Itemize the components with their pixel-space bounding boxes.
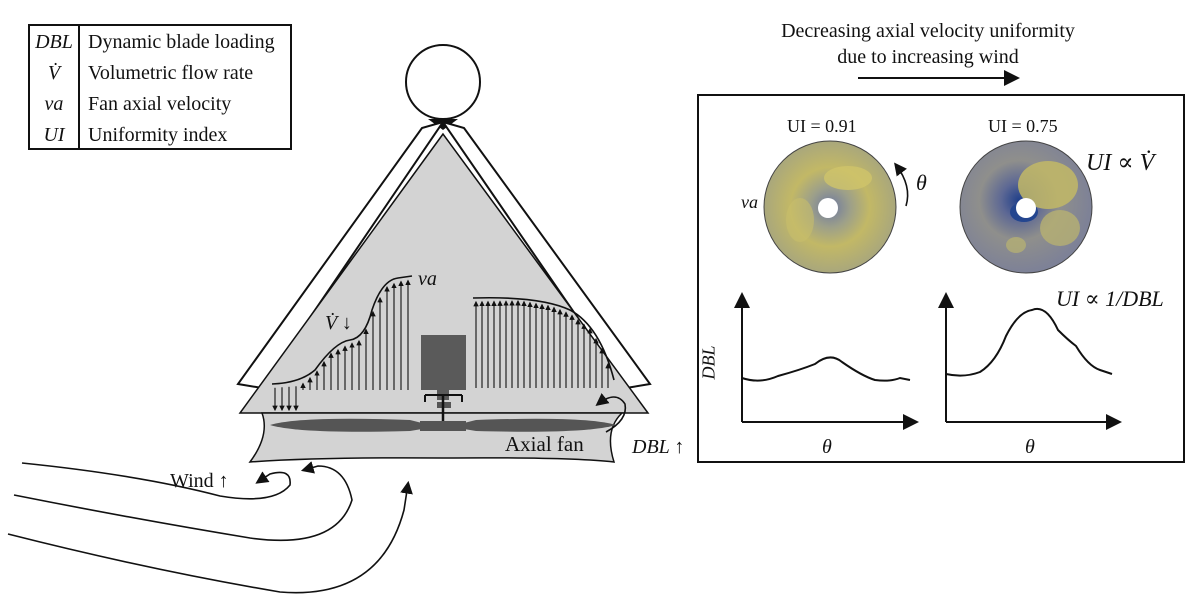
legend-symbol-ui: UI: [43, 124, 65, 146]
vdot-down-label: V̇ ↓: [325, 312, 352, 334]
legend-divider: [78, 26, 80, 148]
plot-y-label: DBL: [698, 345, 719, 380]
right-ui-value: UI = 0.75: [988, 116, 1058, 136]
top-note-line1: Decreasing axial velocity uniformity: [781, 20, 1075, 42]
ui-prop-vdot: UI ∝ V̇: [1086, 150, 1155, 176]
plot-right-x-label: θ: [1025, 436, 1035, 458]
sensor-circle: [405, 44, 481, 120]
top-note-line2: due to increasing wind: [837, 46, 1019, 68]
legend-symbol-va: va: [44, 93, 64, 115]
legend-symbol-dbl: DBL: [35, 31, 73, 53]
dbl-curl-arrow: [595, 393, 627, 433]
legend-label-vdot: Volumetric flow rate: [88, 62, 254, 84]
theta-rotation-arrow: [894, 162, 909, 207]
plot-left-x-label: θ: [822, 436, 832, 458]
legend-label-dbl: Dynamic blade loading: [88, 31, 275, 53]
uniformity-panel: [697, 94, 1185, 463]
theta-label: θ: [916, 170, 927, 195]
wind-streamline-1: [21, 462, 291, 500]
left-ui-value: UI = 0.91: [787, 116, 857, 136]
dbl-up-label: DBL ↑: [632, 436, 685, 458]
velocity-disc-nonuniform: [959, 140, 1093, 274]
velocity-disc-uniform: [763, 140, 897, 274]
wind-streamline-2: [13, 461, 353, 542]
legend-box: DBL Dynamic blade loading V̇ Volumetric …: [28, 24, 292, 150]
fan-blade-right: [464, 418, 616, 432]
wind-label: Wind ↑: [170, 470, 229, 492]
legend-label-va: Fan axial velocity: [88, 93, 232, 115]
motor-block: [421, 335, 466, 390]
axial-fan-label: Axial fan: [505, 432, 584, 456]
legend-symbol-vdot: V̇: [47, 62, 61, 84]
wind-streamline-3: [7, 480, 413, 594]
apex-mount: [428, 119, 458, 130]
plot-left-dbl-curve: [741, 356, 911, 382]
plot-right-dbl-curve: [945, 308, 1113, 377]
ui-prop-dbl: UI ∝ 1/DBL: [1056, 286, 1164, 311]
velocity-arrows: [272, 279, 611, 412]
fan-blade-left: [270, 418, 422, 432]
velocity-profile-left: [271, 275, 413, 385]
fan-hub: [420, 421, 466, 431]
disc-va-label: va: [741, 192, 758, 212]
legend-label-ui: Uniformity index: [88, 124, 228, 146]
profile-va-label: va: [418, 268, 437, 290]
